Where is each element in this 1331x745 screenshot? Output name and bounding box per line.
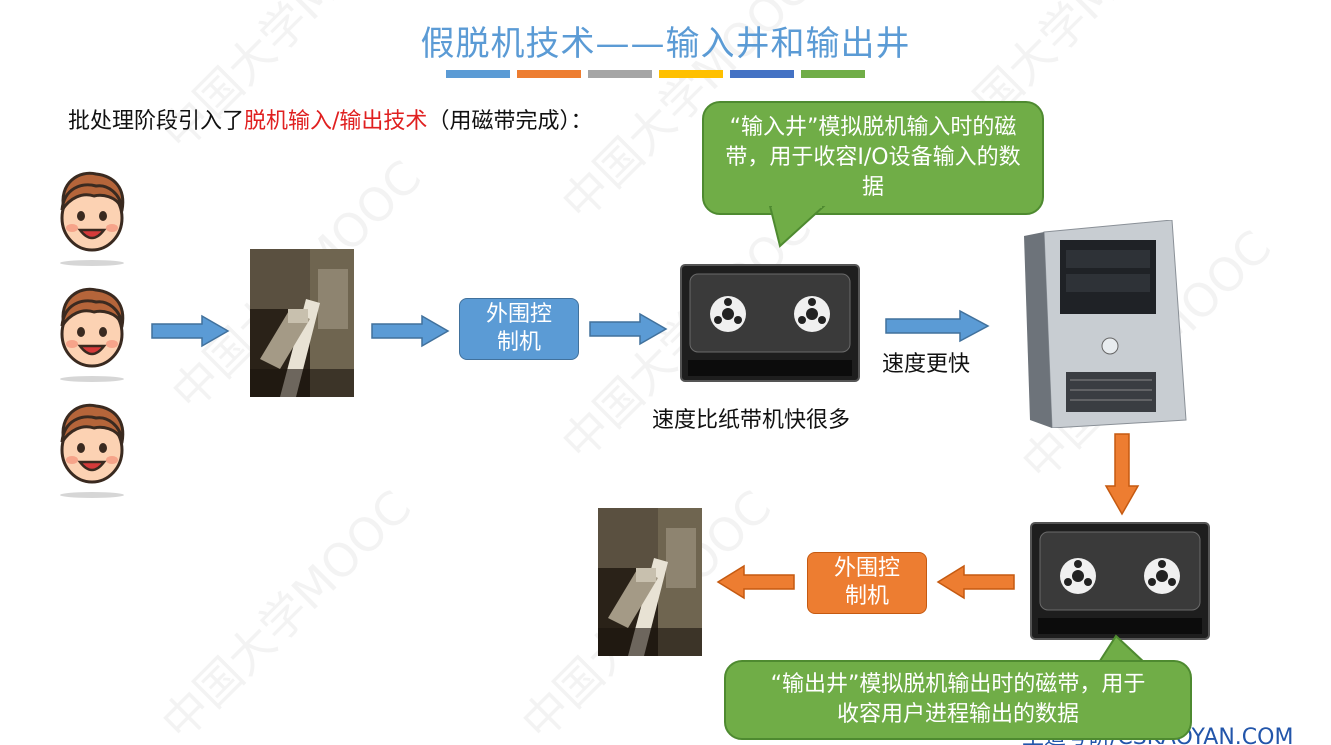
title-bar	[730, 70, 794, 78]
title-bar	[446, 70, 510, 78]
magnetic-tape-icon	[680, 264, 860, 382]
computer-speed-label: 速度更快	[882, 352, 971, 377]
intro-highlight: 脱机输入/输出技术	[244, 109, 428, 134]
flow-arrow-right	[885, 309, 990, 343]
flow-arrow-down	[1104, 433, 1140, 516]
user-face-icon	[50, 282, 134, 382]
user-face-icon	[50, 166, 134, 266]
intro-text: 批处理阶段引入了脱机输入/输出技术（用磁带完成）：	[68, 103, 592, 135]
callout-tail	[768, 206, 826, 248]
flow-arrow-right	[589, 312, 668, 346]
title-bar	[517, 70, 581, 78]
callout-output-text: “输出井”模拟脱机输出时的磁带，用于收容用户进程输出的数据	[770, 672, 1146, 727]
flow-arrow-right	[151, 314, 230, 348]
user-face-icon	[50, 398, 134, 498]
controller-label: 外围控制机	[833, 556, 900, 609]
flow-arrow-left	[936, 564, 1015, 600]
output-well-callout: “输出井”模拟脱机输出时的磁带，用于收容用户进程输出的数据	[724, 660, 1192, 740]
flow-arrow-right	[371, 314, 450, 348]
computer-tower-icon	[1022, 219, 1188, 429]
paper-tape-machine-photo	[250, 249, 354, 397]
intro-prefix: 批处理阶段引入了	[68, 109, 245, 134]
title-bar	[801, 70, 865, 78]
peripheral-controller-input: 外围控制机	[459, 298, 579, 360]
title-underline-bars	[446, 70, 866, 78]
callout-input-text: “输入井”模拟脱机输入时的磁带，用于收容I/O设备输入的数据	[725, 115, 1021, 200]
intro-suffix: （用磁带完成）：	[427, 109, 593, 134]
title-bar	[659, 70, 723, 78]
controller-label: 外围控制机	[485, 302, 552, 355]
title-bar	[588, 70, 652, 78]
watermark: 中国大学MOOC	[151, 479, 422, 745]
paper-tape-machine-photo	[598, 508, 702, 656]
flow-arrow-left	[716, 564, 795, 600]
magnetic-tape-icon	[1030, 522, 1210, 640]
slide-title: 假脱机技术——输入井和输出井	[420, 24, 911, 64]
peripheral-controller-output: 外围控制机	[807, 552, 927, 614]
tape-speed-label: 速度比纸带机快很多	[652, 408, 851, 433]
input-well-callout: “输入井”模拟脱机输入时的磁带，用于收容I/O设备输入的数据	[702, 101, 1044, 215]
